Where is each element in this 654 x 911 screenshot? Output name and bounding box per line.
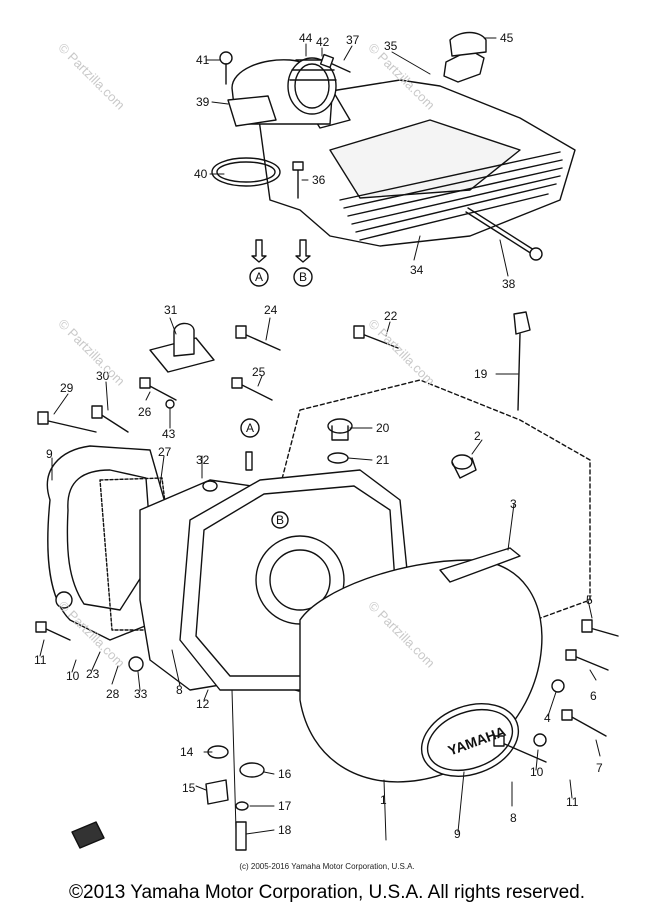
svg-text:22: 22 xyxy=(384,309,398,323)
svg-text:B: B xyxy=(276,513,284,527)
svg-text:2: 2 xyxy=(474,429,481,443)
svg-text:43: 43 xyxy=(162,427,176,441)
svg-text:32: 32 xyxy=(196,453,210,467)
svg-text:27: 27 xyxy=(158,445,172,459)
svg-text:11: 11 xyxy=(34,653,47,667)
svg-text:A: A xyxy=(246,421,254,435)
footer-copyright: ©2013 Yamaha Motor Corporation, U.S.A. A… xyxy=(69,882,585,903)
svg-text:36: 36 xyxy=(312,173,326,187)
svg-text:35: 35 xyxy=(384,39,398,53)
svg-text:26: 26 xyxy=(138,405,152,419)
svg-text:1: 1 xyxy=(380,793,387,807)
svg-text:10: 10 xyxy=(66,669,80,683)
svg-text:14: 14 xyxy=(180,745,194,759)
svg-text:29: 29 xyxy=(60,381,74,395)
svg-text:10: 10 xyxy=(530,765,544,779)
svg-text:28: 28 xyxy=(106,687,120,701)
svg-text:9: 9 xyxy=(46,447,53,461)
svg-text:33: 33 xyxy=(134,687,148,701)
svg-text:44: 44 xyxy=(299,31,313,45)
svg-text:37: 37 xyxy=(346,33,360,47)
air-shroud-assembly xyxy=(211,31,576,287)
svg-text:15: 15 xyxy=(182,781,196,795)
svg-text:21: 21 xyxy=(376,453,390,467)
svg-text:31: 31 xyxy=(164,303,178,317)
svg-text:B: B xyxy=(299,270,307,284)
svg-text:12: 12 xyxy=(196,697,210,711)
svg-text:24: 24 xyxy=(264,303,278,317)
svg-text:4: 4 xyxy=(544,711,551,725)
svg-text:19: 19 xyxy=(474,367,488,381)
svg-text:30: 30 xyxy=(96,369,110,383)
svg-text:3: 3 xyxy=(510,497,517,511)
svg-text:20: 20 xyxy=(376,421,390,435)
svg-text:23: 23 xyxy=(86,667,100,681)
svg-text:8: 8 xyxy=(510,811,517,825)
leader-lines xyxy=(39,37,601,841)
svg-text:9: 9 xyxy=(454,827,461,841)
svg-text:34: 34 xyxy=(410,263,424,277)
svg-text:45: 45 xyxy=(500,31,514,45)
svg-text:6: 6 xyxy=(590,689,597,703)
svg-text:40: 40 xyxy=(194,167,208,181)
svg-text:38: 38 xyxy=(502,277,516,291)
svg-text:A: A xyxy=(255,270,263,284)
svg-text:18: 18 xyxy=(278,823,292,837)
svg-text:16: 16 xyxy=(278,767,292,781)
svg-text:11: 11 xyxy=(566,795,579,809)
crankcase-cover-assembly xyxy=(35,311,619,851)
svg-text:39: 39 xyxy=(196,95,210,109)
inner-copyright: (c) 2005-2016 Yamaha Motor Corporation, … xyxy=(239,862,415,871)
svg-text:25: 25 xyxy=(252,365,266,379)
svg-text:41: 41 xyxy=(196,53,210,67)
svg-text:7: 7 xyxy=(596,761,603,775)
svg-text:17: 17 xyxy=(278,799,292,813)
svg-text:42: 42 xyxy=(316,35,330,49)
svg-text:5: 5 xyxy=(586,593,593,607)
svg-text:8: 8 xyxy=(176,683,183,697)
